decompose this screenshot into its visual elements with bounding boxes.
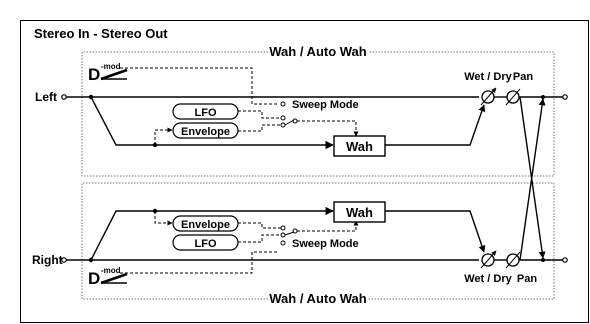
block-label-top: Wah / Auto Wah (269, 44, 367, 59)
dmod-bottom-icon: D -mod (88, 266, 128, 288)
sweep-bottom-contact-b (280, 232, 286, 238)
svg-text:-mod: -mod (101, 62, 121, 71)
envelope-top-output-line (238, 124, 281, 132)
dmod-top-icon: D -mod (88, 62, 128, 84)
wah-bottom-out-line (385, 210, 486, 253)
svg-text:D: D (88, 65, 100, 84)
left-output-jack-icon (562, 94, 568, 100)
wah-top-label: Wah (346, 139, 373, 154)
lfo-top-label: LFO (195, 107, 217, 119)
pan-top-label: Pan (513, 71, 533, 83)
pan-bottom-knob-slash (505, 251, 521, 269)
outer-frame (20, 20, 589, 323)
sweep-top-switch-arm (284, 119, 295, 126)
left-output-node (541, 95, 545, 99)
envelope-bottom-label: Envelope (181, 219, 230, 231)
dmod-bottom-control-line (120, 251, 279, 274)
envelope-top-sidechain-line (154, 127, 173, 145)
sweep-mode-bottom-label: Sweep Mode (292, 238, 359, 250)
pan-bottom-label: Pan (517, 273, 537, 285)
wet-dry-bottom-label: Wet / Dry (464, 273, 512, 285)
top-effect-block-border (81, 51, 555, 177)
wet-dry-top-knob-arrow (480, 87, 497, 106)
diagram-title: Stereo In - Stereo Out (34, 26, 168, 41)
wah-bottom-label: Wah (346, 205, 373, 220)
svg-text:-mod: -mod (101, 266, 121, 275)
svg-text:D: D (88, 269, 100, 288)
right-input-label: Right (32, 253, 63, 267)
wah-bottom-block (333, 201, 386, 223)
sweep-bottom-contact-a (280, 225, 286, 231)
wah-top-block (333, 135, 386, 157)
sweep-top-mode-jack (280, 101, 286, 107)
bottom-effect-block-border (81, 182, 555, 300)
sweep-top-to-wah-line (297, 120, 359, 137)
pan-crossfeed-up-line (519, 98, 546, 261)
left-input-jack-icon (61, 94, 67, 100)
sweep-bottom-mode-jack (280, 240, 286, 246)
sweep-bottom-to-wah-line (297, 220, 359, 232)
lfo-bottom-output-line (238, 234, 281, 243)
pan-top-knob-slash (505, 88, 521, 106)
dmod-top-control-line (120, 67, 279, 105)
wet-dry-top-label: Wet / Dry (464, 71, 512, 83)
envelope-bottom-sidechain-line (154, 211, 173, 226)
envelope-bottom-output-line (238, 222, 281, 229)
sweep-bottom-switch-arm (284, 231, 295, 236)
left-input-label: Left (35, 90, 57, 104)
right-output-jack-icon (562, 257, 568, 263)
wet-dry-bottom-knob-arrow (480, 250, 497, 269)
lfo-top-output-line (238, 110, 281, 119)
block-label-bottom: Wah / Auto Wah (269, 291, 367, 306)
right-wet-line (90, 206, 334, 261)
wah-top-out-line (385, 104, 486, 146)
envelope-top-label: Envelope (181, 126, 230, 138)
sweep-top-contact-a (280, 115, 286, 121)
lfo-bottom-label: LFO (195, 238, 217, 250)
sweep-top-common (292, 118, 298, 124)
sweep-top-contact-b (280, 122, 286, 128)
sweep-mode-top-label: Sweep Mode (292, 99, 359, 111)
right-input-jack-icon (61, 257, 67, 263)
right-output-node (541, 258, 545, 262)
left-wet-line (90, 96, 334, 150)
